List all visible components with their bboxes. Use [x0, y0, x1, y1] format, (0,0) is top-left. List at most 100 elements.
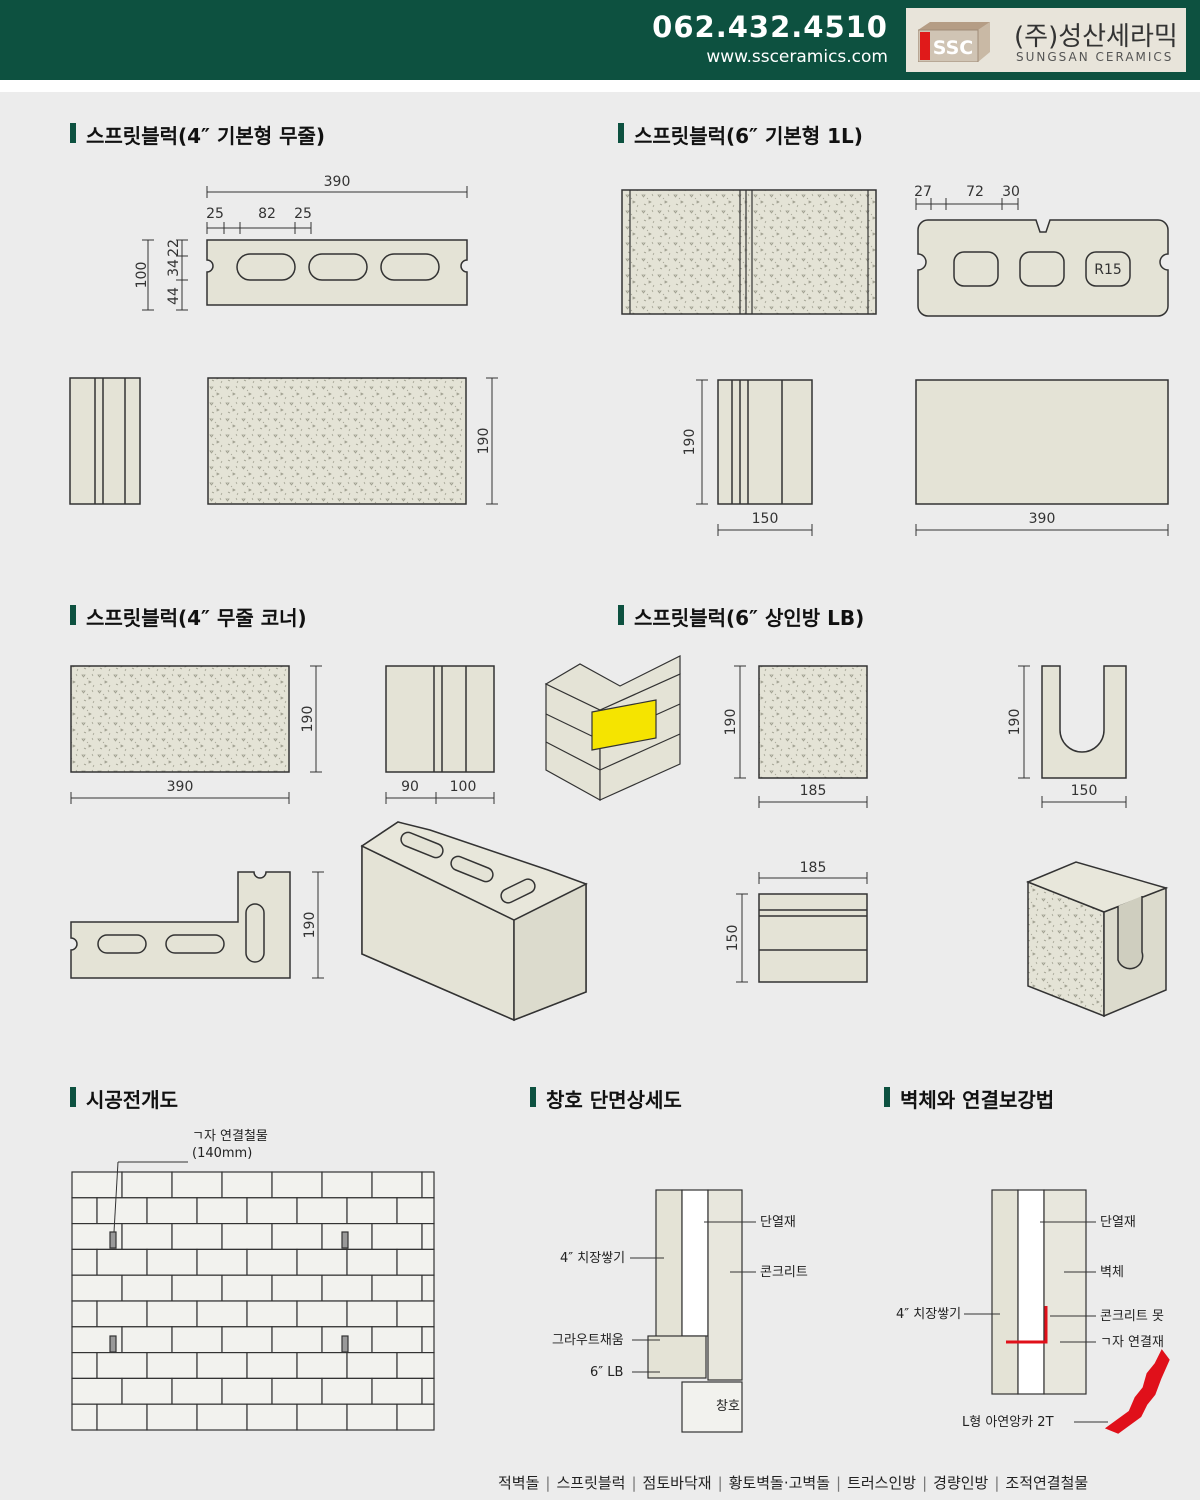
footer-separator: | — [545, 1474, 551, 1492]
svg-text:R15: R15 — [1094, 262, 1122, 278]
wall-tie-mark — [341, 1231, 349, 1249]
brick — [421, 1326, 435, 1354]
website-url[interactable]: www.ssceramics.com — [706, 47, 888, 67]
s1-side-view — [69, 377, 141, 505]
brick — [196, 1197, 248, 1225]
brick — [171, 1171, 223, 1199]
section-title-window-section: 창호 단면상세도 — [530, 1084, 682, 1113]
brick — [421, 1274, 435, 1302]
svg-text:390: 390 — [324, 174, 351, 190]
section-title-6in-basic: 스프릿블럭(6″ 기본형 1L) — [618, 120, 863, 149]
brick — [296, 1248, 348, 1276]
s1-face-view — [207, 377, 467, 505]
brick — [196, 1403, 248, 1431]
wall-reinforce-drawing — [991, 1189, 1087, 1395]
brick — [96, 1351, 148, 1379]
brick — [71, 1248, 98, 1276]
brick — [196, 1300, 248, 1328]
svg-text:단열재: 단열재 — [760, 1215, 796, 1230]
svg-text:190: 190 — [1007, 709, 1023, 736]
footer-separator: | — [836, 1474, 842, 1492]
svg-text:190: 190 — [682, 429, 698, 456]
brick — [221, 1222, 273, 1250]
brick — [271, 1222, 323, 1250]
brick — [271, 1274, 323, 1302]
svg-text:25: 25 — [206, 206, 224, 222]
footer-separator: | — [717, 1474, 723, 1492]
svg-text:25: 25 — [294, 206, 312, 222]
svg-text:150: 150 — [725, 925, 741, 952]
brick — [196, 1248, 248, 1276]
brick — [296, 1403, 348, 1431]
brick — [71, 1274, 123, 1302]
brick — [96, 1300, 148, 1328]
phone-number[interactable]: 062.432.4510 — [652, 10, 888, 44]
tie-callout-line1: ㄱ자 연결철물 — [192, 1129, 268, 1144]
brick — [396, 1351, 435, 1379]
svg-text:390: 390 — [167, 779, 194, 795]
brick — [71, 1351, 98, 1379]
brick — [271, 1377, 323, 1405]
s2-face-plain — [915, 379, 1169, 505]
company-logo[interactable]: SSC (주)성산세라믹 SUNGSAN CERAMICS — [906, 8, 1186, 72]
footer-item[interactable]: 점토바닥재 — [642, 1474, 712, 1492]
svg-text:185: 185 — [800, 860, 827, 876]
svg-text:90: 90 — [401, 779, 419, 795]
wall-tie-mark — [109, 1335, 117, 1353]
brick — [71, 1403, 98, 1431]
svg-text:ㄱ자 연결재: ㄱ자 연결재 — [1100, 1335, 1164, 1350]
svg-text:100: 100 — [134, 262, 150, 289]
brick — [371, 1377, 423, 1405]
svg-text:L형 아연앙카 2T: L형 아연앙카 2T — [962, 1415, 1054, 1430]
brick — [396, 1300, 435, 1328]
window-section-drawing — [647, 1189, 743, 1433]
brick — [146, 1351, 198, 1379]
svg-text:100: 100 — [450, 779, 477, 795]
brick — [96, 1248, 148, 1276]
section-title-wall-reinforce: 벽체와 연결보강법 — [884, 1084, 1054, 1113]
brick — [121, 1326, 173, 1354]
svg-text:72: 72 — [966, 184, 984, 200]
brick — [121, 1377, 173, 1405]
svg-text:4″ 치장쌓기: 4″ 치장쌓기 — [560, 1251, 625, 1266]
section-title-4in-basic: 스프릿블럭(4″ 기본형 무줄) — [70, 120, 325, 149]
header-bar: 062.432.4510 www.ssceramics.com SSC (주)성… — [0, 0, 1200, 80]
svg-text:190: 190 — [476, 428, 492, 455]
section-title-6in-lintel: 스프릿블럭(6″ 상인방 LB) — [618, 602, 864, 631]
brick — [396, 1197, 435, 1225]
footer-item[interactable]: 트러스인방 — [847, 1474, 917, 1492]
footer-item[interactable]: 조적연결철물 — [1005, 1474, 1089, 1492]
s2-plan-view — [917, 219, 1169, 317]
footer-item[interactable]: 스프릿블럭 — [556, 1474, 626, 1492]
svg-text:22: 22 — [166, 239, 182, 257]
brick — [296, 1197, 348, 1225]
footer-item[interactable]: 황토벽돌·고벽돌 — [728, 1474, 830, 1492]
s4-u-view — [1041, 665, 1127, 779]
brick — [121, 1171, 173, 1199]
tie-connector-red — [1006, 1306, 1170, 1434]
brick — [346, 1403, 398, 1431]
ssc-logo-icon: SSC — [918, 22, 990, 62]
footer-item[interactable]: 적벽돌 — [498, 1474, 540, 1492]
brick — [246, 1300, 298, 1328]
wall-tie-mark — [341, 1335, 349, 1353]
footer-item[interactable]: 경량인방 — [933, 1474, 989, 1492]
s3-plan-view — [70, 871, 291, 979]
brick — [321, 1274, 373, 1302]
brick — [346, 1248, 398, 1276]
brick — [146, 1248, 198, 1276]
logo-mark-text: SSC — [933, 37, 973, 59]
svg-text:44: 44 — [166, 287, 182, 305]
section-title-4in-corner: 스프릿블럭(4″ 무줄 코너) — [70, 602, 307, 631]
brick — [246, 1403, 298, 1431]
brick — [121, 1274, 173, 1302]
brick — [71, 1171, 123, 1199]
footer-separator: | — [631, 1474, 637, 1492]
brick — [321, 1377, 373, 1405]
svg-text:30: 30 — [1002, 184, 1020, 200]
brick — [171, 1222, 223, 1250]
corner-assembly-iso — [544, 655, 681, 802]
svg-text:4″ 치장쌓기: 4″ 치장쌓기 — [896, 1307, 961, 1322]
svg-text:27: 27 — [914, 184, 932, 200]
